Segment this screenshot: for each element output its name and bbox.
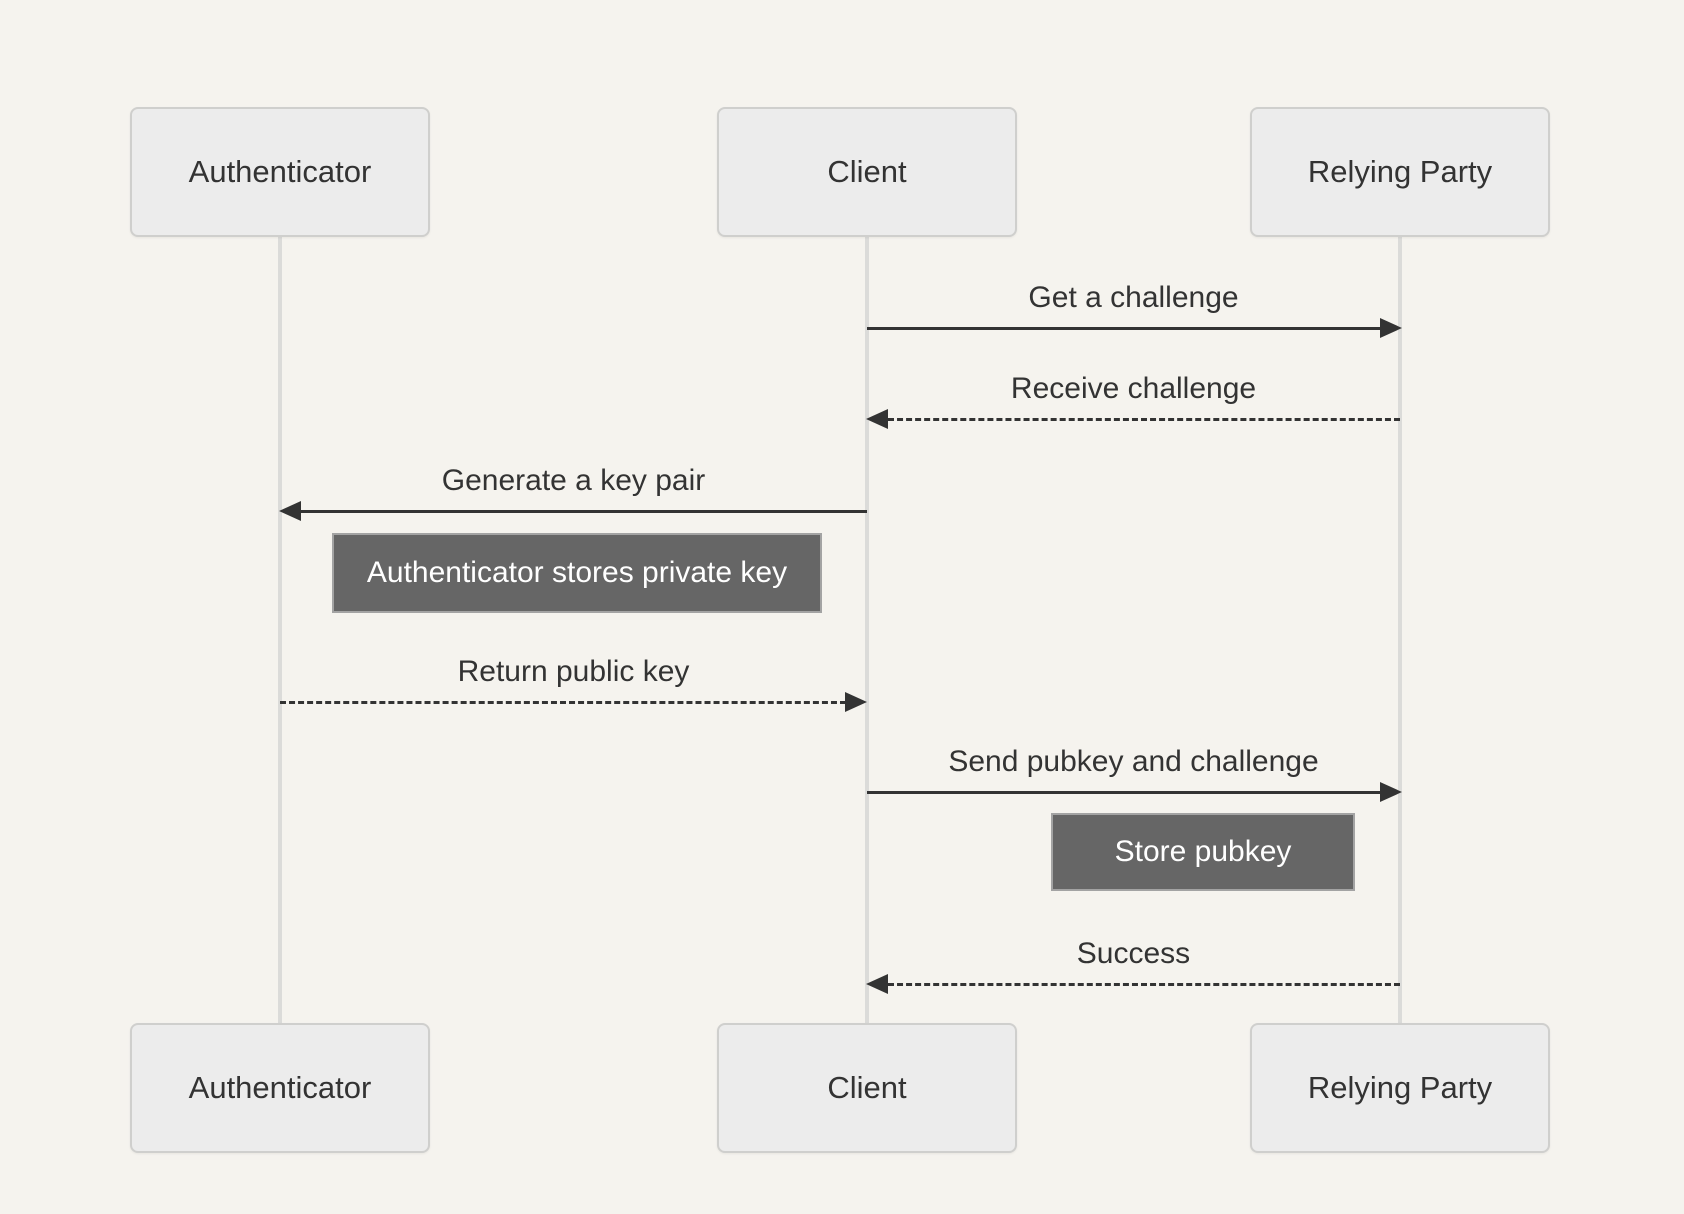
note-store-pubkey: Store pubkey xyxy=(1051,813,1355,891)
actor-authenticator-bottom: Authenticator xyxy=(130,1023,430,1153)
actor-label: Relying Party xyxy=(1307,1070,1493,1105)
lifeline-relying-party xyxy=(1398,237,1402,1023)
message-label-send-pubkey-and-challenge: Send pubkey and challenge xyxy=(948,745,1319,778)
actor-label: Relying Party xyxy=(1307,154,1493,189)
lifeline-authenticator xyxy=(278,237,282,1023)
actor-relying-party-bottom: Relying Party xyxy=(1250,1023,1550,1153)
arrowhead-right-icon xyxy=(845,692,867,712)
actor-relying-party-top: Relying Party xyxy=(1250,107,1550,237)
note-authenticator-stores-private-key: Authenticator stores private key xyxy=(332,533,822,613)
message-label-receive-challenge: Receive challenge xyxy=(1010,372,1257,405)
note-label: Authenticator stores private key xyxy=(366,556,788,589)
message-line-get-a-challenge xyxy=(867,327,1381,330)
note-label: Store pubkey xyxy=(1114,835,1292,868)
lifeline-client xyxy=(865,237,869,1023)
message-label-generate-a-key-pair: Generate a key pair xyxy=(441,464,706,497)
message-line-send-pubkey-and-challenge xyxy=(867,791,1381,794)
actor-authenticator-top: Authenticator xyxy=(130,107,430,237)
message-label-get-a-challenge: Get a challenge xyxy=(1028,281,1239,314)
actor-label: Authenticator xyxy=(188,1070,372,1105)
arrowhead-left-icon xyxy=(279,501,301,521)
message-line-return-public-key xyxy=(280,701,846,704)
actor-label: Authenticator xyxy=(188,154,372,189)
arrowhead-left-icon xyxy=(866,409,888,429)
message-label-success: Success xyxy=(1076,937,1191,970)
message-line-generate-a-key-pair xyxy=(301,510,867,513)
actor-client-top: Client xyxy=(717,107,1017,237)
message-line-success xyxy=(888,983,1400,986)
arrowhead-right-icon xyxy=(1380,782,1402,802)
arrowhead-left-icon xyxy=(866,974,888,994)
message-label-return-public-key: Return public key xyxy=(457,655,690,688)
actor-client-bottom: Client xyxy=(717,1023,1017,1153)
actor-label: Client xyxy=(827,154,907,189)
arrowhead-right-icon xyxy=(1380,318,1402,338)
message-line-receive-challenge xyxy=(888,418,1400,421)
actor-label: Client xyxy=(827,1070,907,1105)
